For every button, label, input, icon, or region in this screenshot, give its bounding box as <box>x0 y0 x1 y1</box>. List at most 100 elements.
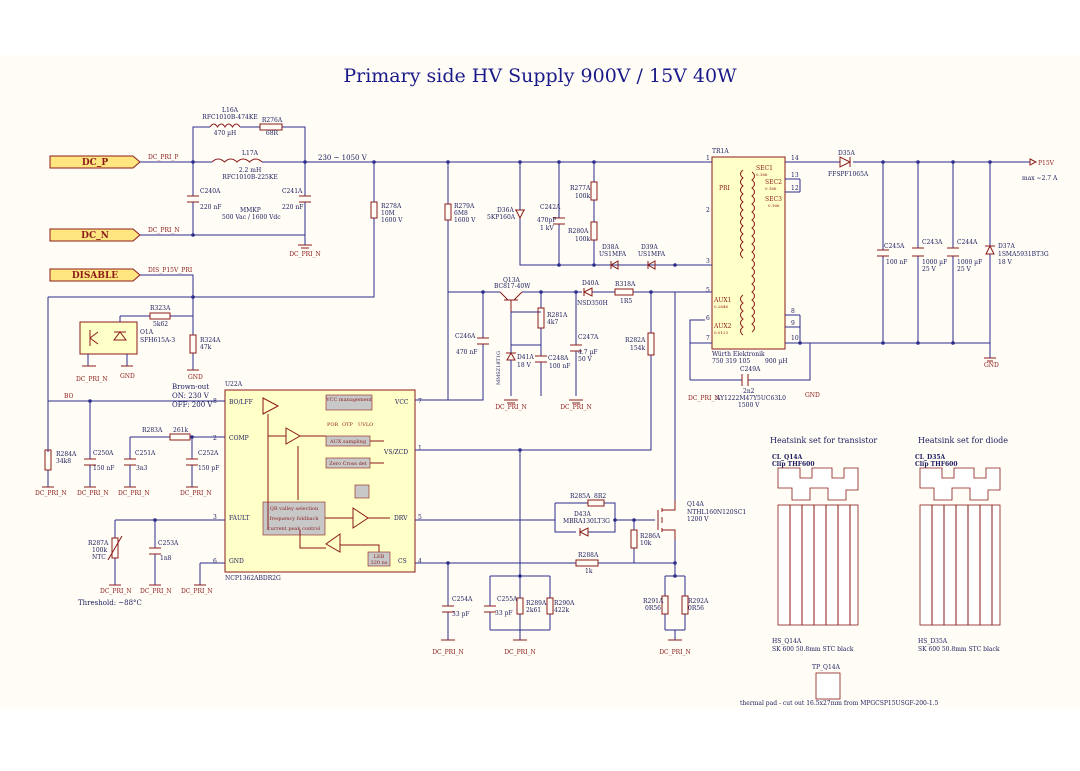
svg-text:D37A: D37A <box>998 243 1015 250</box>
svg-text:50 V: 50 V <box>578 356 593 363</box>
svg-text:DC_PRI_N: DC_PRI_N <box>180 490 212 497</box>
svg-text:Clip THF600: Clip THF600 <box>915 461 958 468</box>
svg-text:R284A: R284A <box>56 451 77 458</box>
transformer-tr1a: TR1A PRI SEC1 0.166 SEC2 0.166 SEC3 0.16… <box>689 148 990 380</box>
svg-text:154k: 154k <box>630 345 645 352</box>
svg-text:frequency foldback: frequency foldback <box>270 516 320 522</box>
svg-text:SFH615A-3: SFH615A-3 <box>140 337 175 344</box>
hv-sense-resistors: R278A 10M 1600 V R279A 6M8 1600 V <box>192 160 476 401</box>
sheet-background <box>0 55 1080 708</box>
c249a: C249A 2n2 AY1222M47Y5UC63L0 1500 V GND <box>690 343 820 409</box>
svg-text:0.0123: 0.0123 <box>714 330 728 335</box>
svg-text:2: 2 <box>213 435 217 442</box>
svg-text:R281A: R281A <box>547 312 568 319</box>
svg-text:2: 2 <box>706 207 710 214</box>
svg-text:0.166: 0.166 <box>765 186 777 191</box>
thermal-pad: TP_Q14A thermal pad - cut out 16.5x27mm … <box>740 664 939 707</box>
svg-text:R279A: R279A <box>454 203 475 210</box>
svg-text:TP_Q14A: TP_Q14A <box>812 664 841 671</box>
svg-text:DC_PRI_N: DC_PRI_N <box>35 490 67 497</box>
svg-text:DC_PRI_N: DC_PRI_N <box>495 404 527 411</box>
svg-text:5: 5 <box>418 514 422 521</box>
svg-text:9: 9 <box>791 320 795 327</box>
svg-text:4: 4 <box>418 558 422 565</box>
svg-text:3: 3 <box>706 258 710 265</box>
svg-text:R286A: R286A <box>640 533 661 540</box>
svg-text:1n8: 1n8 <box>160 555 172 562</box>
svg-text:33 pF: 33 pF <box>495 610 513 617</box>
svg-text:100k: 100k <box>575 193 590 200</box>
svg-text:1600 V: 1600 V <box>381 217 403 224</box>
svg-text:NSD350H: NSD350H <box>577 300 608 307</box>
svg-text:SEC3: SEC3 <box>765 196 782 203</box>
svg-text:C244A: C244A <box>957 239 978 246</box>
svg-text:Threshold: ~88°C: Threshold: ~88°C <box>78 599 142 607</box>
output-stage: D35A FFSPF1065A P15V max ~2.7 A C245A 10… <box>800 150 1058 369</box>
svg-text:2n2: 2n2 <box>743 388 755 395</box>
fault-ntc: R287A 100k NTC C253A 1n8 DC_PRI_N DC_PRI… <box>78 518 213 607</box>
svg-text:GND: GND <box>188 374 203 381</box>
svg-text:1: 1 <box>706 155 710 162</box>
c240a-ref: C240A <box>200 188 221 195</box>
svg-text:6: 6 <box>706 315 710 322</box>
svg-text:1 kV: 1 kV <box>540 225 554 232</box>
svg-text:DC_PRI_N: DC_PRI_N <box>100 588 132 595</box>
svg-text:US1MFA: US1MFA <box>638 251 666 258</box>
c240a-val: 220 nF <box>200 204 221 211</box>
svg-text:US1MFA: US1MFA <box>599 251 627 258</box>
svg-text:1k: 1k <box>585 568 593 575</box>
svg-text:25 V: 25 V <box>922 266 937 273</box>
l16a-ref: L16A <box>222 107 239 114</box>
svg-text:AUX1: AUX1 <box>713 297 731 304</box>
svg-text:6: 6 <box>213 558 217 565</box>
svg-text:5: 5 <box>706 287 710 294</box>
svg-text:R287A: R287A <box>88 540 109 547</box>
heatsink-transistor: Heatsink set for transistor CL_Q14A Clip… <box>770 436 877 653</box>
l17a-val: 2.2 mH <box>239 167 261 174</box>
svg-text:PRI: PRI <box>719 185 731 192</box>
svg-text:C247A: C247A <box>578 334 599 341</box>
svg-text:Q13A: Q13A <box>503 277 521 284</box>
svg-text:R290A: R290A <box>554 600 575 607</box>
svg-text:VS/ZCD: VS/ZCD <box>383 449 408 456</box>
p15v-label: P15V <box>1038 160 1055 167</box>
svg-text:150 pF: 150 pF <box>198 465 219 472</box>
svg-text:34k8: 34k8 <box>56 458 71 465</box>
input-filter: L16A RFC1010B-474KE 470 µH R276A 68R L17… <box>140 107 705 258</box>
port-disable: DISABLE <box>49 268 141 282</box>
mmkp-label: MMKP <box>240 207 261 214</box>
svg-text:DC_PRI_N: DC_PRI_N <box>432 649 464 656</box>
svg-text:COMP: COMP <box>229 435 249 442</box>
net-dis-p15v-pri: DIS_P15V_PRI <box>148 267 193 274</box>
svg-text:R292A: R292A <box>688 598 709 605</box>
svg-text:900 µH: 900 µH <box>765 358 788 365</box>
svg-text:750 319 105: 750 319 105 <box>712 358 750 365</box>
svg-text:4k7: 4k7 <box>547 319 558 326</box>
svg-text:5KP160A: 5KP160A <box>487 214 516 221</box>
svg-text:CL_Q14A: CL_Q14A <box>772 454 803 461</box>
svg-text:DC_PRI_N: DC_PRI_N <box>560 404 592 411</box>
svg-text:R283A: R283A <box>142 427 163 434</box>
svg-text:C250A: C250A <box>93 450 114 457</box>
svg-text:C254A: C254A <box>452 596 473 603</box>
svg-text:AUX sampling: AUX sampling <box>329 439 367 445</box>
svg-text:1000 µF: 1000 µF <box>922 259 947 266</box>
svg-text:DC_PRI_N: DC_PRI_N <box>118 490 150 497</box>
svg-text:10M: 10M <box>381 210 395 217</box>
net-dc-pri-n-c249: DC_PRI_N <box>688 395 720 402</box>
svg-text:OTP: OTP <box>342 422 353 428</box>
svg-text:1500 V: 1500 V <box>738 402 760 409</box>
svg-text:C248A: C248A <box>548 355 569 362</box>
svg-text:DC_N: DC_N <box>81 231 109 241</box>
svg-text:C243A: C243A <box>922 239 943 246</box>
svg-text:C246A: C246A <box>455 333 476 340</box>
svg-text:MBRA130LT3G: MBRA130LT3G <box>563 518 610 525</box>
svg-text:D43A: D43A <box>574 511 591 518</box>
svg-text:HS_D35A: HS_D35A <box>918 638 948 645</box>
svg-text:0.2646: 0.2646 <box>714 304 728 309</box>
svg-text:AUX2: AUX2 <box>713 323 732 330</box>
svg-text:1000 µF: 1000 µF <box>957 259 982 266</box>
svg-text:Zero Cross det: Zero Cross det <box>329 461 367 467</box>
disable-optocoupler: R324A 47k R323A 5k62 O1A SFH615A-3 DC_PR… <box>47 274 221 452</box>
